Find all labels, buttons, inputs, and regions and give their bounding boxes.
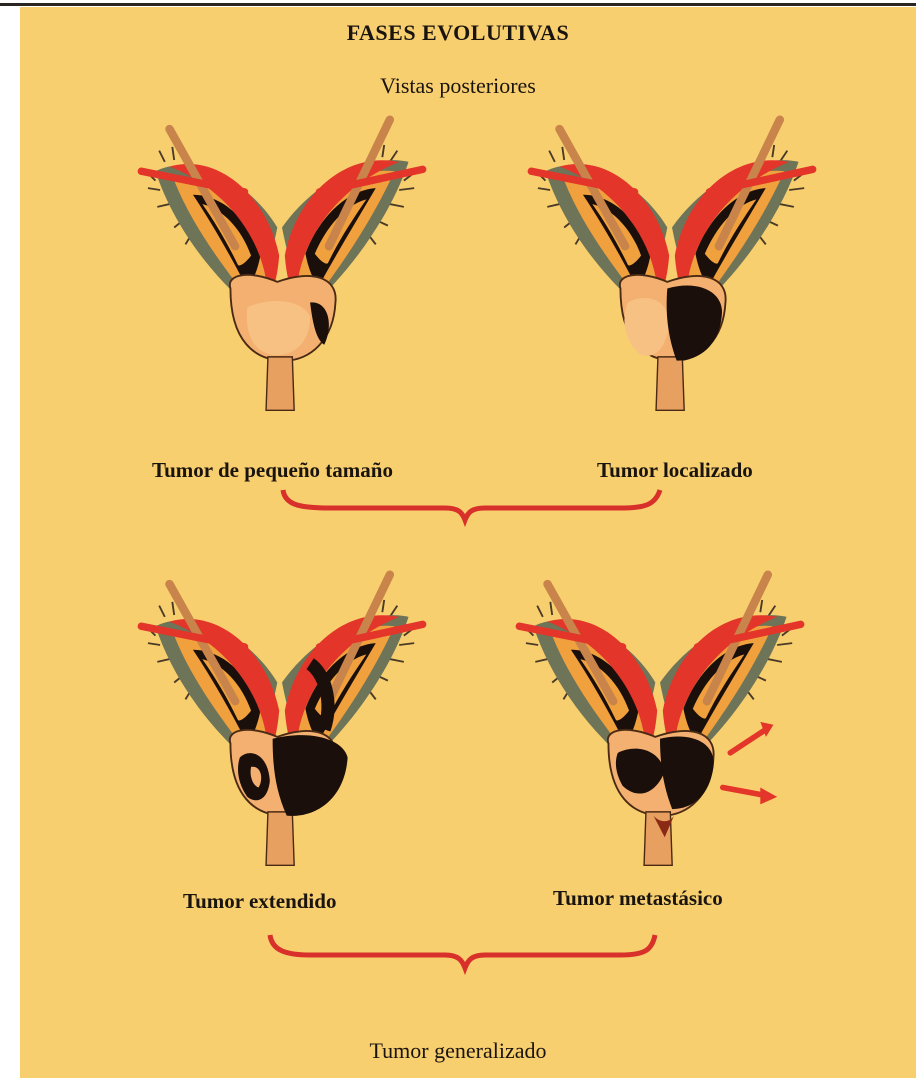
label-generalized-tumor: Tumor generalizado [0, 1038, 916, 1064]
brace-lower [270, 935, 655, 968]
brace-upper [283, 490, 660, 520]
